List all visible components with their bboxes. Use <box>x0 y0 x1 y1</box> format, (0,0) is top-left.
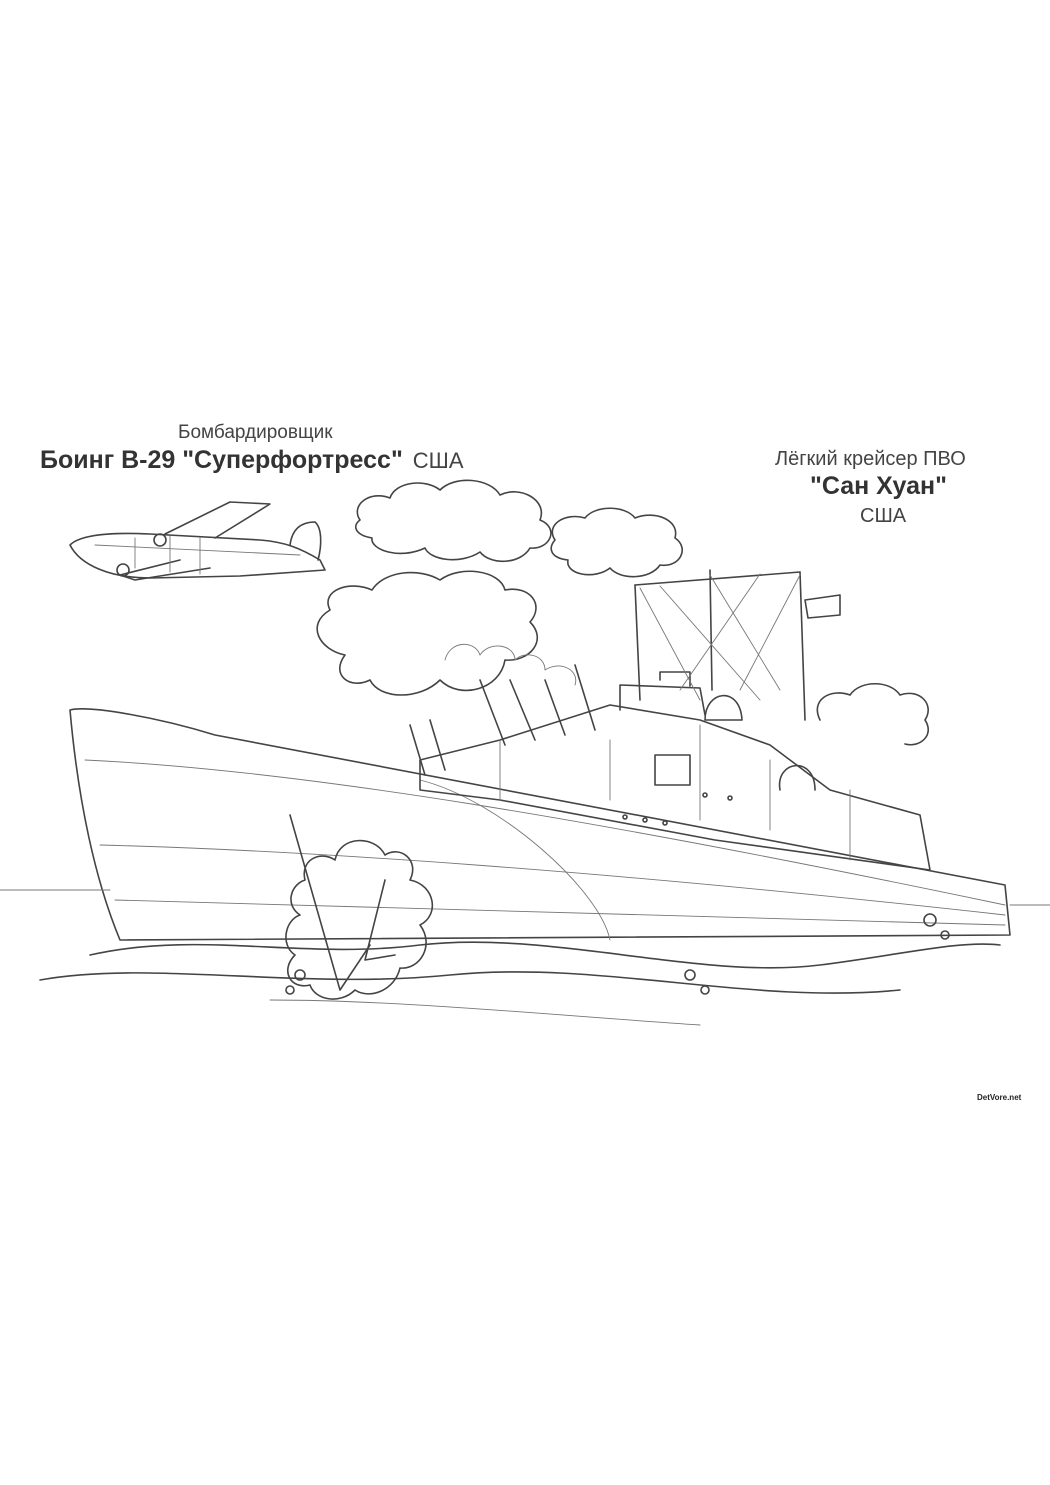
b29-bomber <box>69 501 326 581</box>
bomb-splash <box>285 814 434 1000</box>
site-watermark: DetVore.net <box>977 1093 1022 1102</box>
ship-name-title: "Сан Хуан" <box>810 472 947 500</box>
cloud-behind-ship <box>816 683 929 746</box>
plane-name-title: Боинг В-29 "Суперфортресс" США <box>40 446 464 475</box>
plane-name: Боинг В-29 "Суперфортресс" <box>40 446 403 474</box>
plane-type-label: Бомбардировщик <box>178 422 333 443</box>
cloud-large <box>316 570 538 696</box>
cloud-upper <box>355 479 552 563</box>
plane-country: США <box>412 448 464 473</box>
ship-country: США <box>860 505 907 527</box>
cruiser-san-juan <box>69 569 1011 941</box>
sea-waves <box>0 889 1050 1026</box>
cloud-right <box>550 507 683 578</box>
ship-type-label: Лёгкий крейсер ПВО <box>775 448 966 470</box>
